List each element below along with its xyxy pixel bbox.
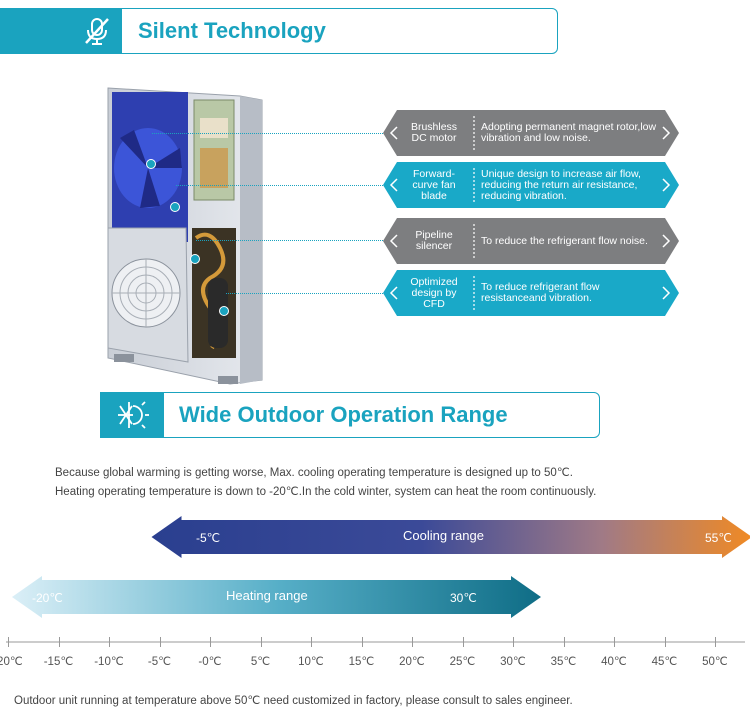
axis-tick	[614, 637, 615, 647]
axis-tick-label: 30℃	[500, 656, 526, 668]
axis-tick-label: -5℃	[147, 656, 172, 668]
feature-callout-fan-blade: Forward-curve fan blade Unique design to…	[383, 162, 679, 208]
leader-line-4	[226, 293, 383, 294]
cooling-min-label: -5℃	[196, 531, 221, 545]
axis-tick-label: 20℃	[399, 656, 425, 668]
cooling-range-arrow	[151, 516, 750, 558]
description-line-2: Heating operating temperature is down to…	[55, 486, 597, 498]
feature-callout-pipeline-silencer: Pipeline silencer To reduce the refriger…	[383, 218, 679, 264]
sun-snowflake-icon	[117, 400, 149, 429]
axis-tick-label: 50℃	[702, 656, 728, 668]
axis-tick	[260, 637, 262, 647]
axis-tick	[715, 637, 716, 647]
cooling-range-label: Cooling range	[403, 528, 484, 543]
callout-shape	[383, 162, 679, 208]
leader-line-1	[152, 133, 383, 134]
feature-desc: To reduce the refrigerant flow noise.	[481, 234, 648, 247]
axis-tick	[311, 637, 312, 647]
footnote: Outdoor unit running at temperature abov…	[14, 695, 573, 707]
axis-tick-label: 5℃	[250, 656, 271, 668]
axis-tick	[109, 637, 110, 647]
feature-name: Forward-curve fan blade	[412, 167, 456, 202]
feature-name: Brushless DC motor	[410, 121, 458, 144]
operation-range-header: Wide Outdoor Operation Range	[99, 391, 600, 438]
heating-min-label: -20℃	[32, 591, 63, 605]
silent-technology-title: Silent Technology	[138, 18, 326, 43]
axis-tick-label: -20℃	[0, 656, 23, 668]
operation-range-chart	[6, 516, 750, 643]
axis-tick	[563, 637, 565, 647]
feature-name: Optimized design by CFD	[410, 275, 458, 310]
axis-tick	[412, 637, 413, 647]
heating-max-label: 30℃	[450, 591, 477, 605]
leader-dot-4	[219, 306, 229, 316]
axis-tick-label: 10℃	[298, 656, 324, 668]
outdoor-unit-illustration	[107, 87, 263, 385]
operation-range-title: Wide Outdoor Operation Range	[179, 402, 508, 427]
feature-callout-cfd-design: Optimized design by CFD To reduce refrig…	[383, 270, 679, 316]
feature-desc: To reduce refrigerant flow resistanceand…	[481, 281, 600, 304]
axis-tick	[8, 637, 9, 647]
leader-line-3	[196, 240, 383, 241]
callout-shape	[383, 270, 679, 316]
axis-tick	[210, 637, 211, 647]
feature-name: Pipeline silencer	[415, 229, 453, 252]
range-icon-box	[99, 391, 164, 438]
leader-dot-1	[146, 159, 156, 169]
axis-tick-label: 15℃	[348, 656, 375, 668]
axis-tick-label: -10℃	[94, 656, 124, 668]
heating-range-label: Heating range	[226, 588, 308, 603]
axis-tick-label: -0℃	[198, 656, 222, 668]
axis-tick	[462, 637, 464, 647]
axis-tick	[58, 637, 60, 647]
callout-shape	[383, 218, 679, 264]
callout-shape	[383, 110, 679, 156]
axis-tick	[361, 637, 363, 647]
axis-tick-label: 40℃	[601, 656, 627, 668]
feature-desc: Adopting permanent magnet rotor,low vibr…	[481, 121, 657, 144]
leader-dot-2	[170, 202, 180, 212]
leader-line-2	[176, 185, 383, 186]
axis-tick	[159, 637, 161, 647]
feature-desc: Unique design to increase air flow, redu…	[481, 167, 641, 202]
axis-tick-label: -15℃	[43, 656, 74, 668]
mute-mic-icon	[84, 17, 109, 45]
cooling-max-label: 55℃	[705, 531, 732, 545]
description-line-1: Because global warming is getting worse,…	[55, 467, 573, 479]
axis-tick-label: 45℃	[651, 656, 678, 668]
axis-tick-label: 35℃	[550, 656, 577, 668]
silent-technology-header: Silent Technology	[0, 7, 558, 54]
axis-tick	[513, 637, 514, 647]
heating-range-arrow	[12, 576, 541, 618]
leader-dot-3	[190, 254, 200, 264]
axis-tick	[664, 637, 666, 647]
axis-tick-label: 25℃	[449, 656, 476, 668]
feature-callout-brushless-motor: Brushless DC motor Adopting permanent ma…	[383, 110, 679, 156]
silent-icon-box	[0, 7, 122, 54]
